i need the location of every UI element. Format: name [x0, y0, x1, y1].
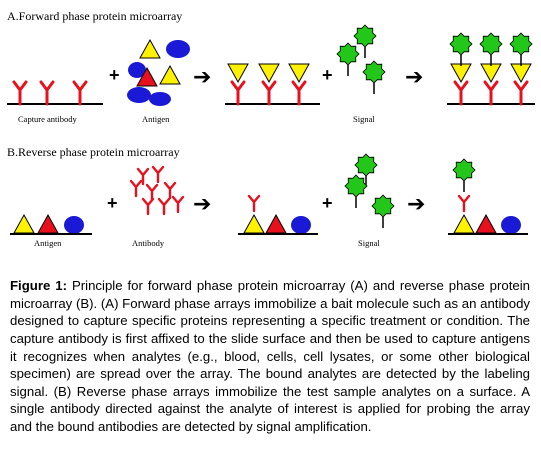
antibody-icon	[145, 183, 159, 202]
antigen-circle-icon	[128, 62, 146, 78]
antibody-icon	[230, 80, 246, 106]
signal-star-icon	[450, 33, 472, 66]
antibody-icon	[39, 80, 55, 106]
arrow-icon: ➔	[405, 65, 423, 90]
label-capture-antibody: Capture antibody	[18, 114, 78, 124]
antigen-triangle-icon	[265, 214, 287, 234]
antibody-icon	[72, 80, 88, 106]
signal-star-icon	[453, 159, 475, 192]
forward-capture-antibodies	[7, 80, 103, 106]
reverse-free-antibodies	[129, 165, 185, 216]
antibody-icon	[261, 80, 277, 106]
label-signal-forward: Signal	[353, 114, 375, 124]
signal-star-icon	[345, 175, 367, 208]
reverse-immobilized-antigens	[10, 214, 92, 235]
antibody-icon	[513, 80, 529, 106]
antigen-triangle-icon	[288, 63, 310, 83]
panel-a-title: A.Forward phase protein microarray	[7, 9, 182, 23]
antigen-circle-icon	[127, 87, 151, 103]
antigen-triangle-icon	[139, 39, 161, 59]
plus-icon: +	[322, 193, 333, 213]
panel-b-title: B.Reverse phase protein microarray	[7, 145, 180, 159]
antigen-triangle-icon	[450, 63, 472, 83]
antibody-icon	[291, 80, 307, 106]
antibody-icon	[151, 165, 165, 184]
antigen-circle-icon	[149, 92, 171, 106]
antigen-triangle-icon	[243, 214, 265, 234]
arrow-icon: ➔	[407, 192, 425, 217]
antibody-icon	[141, 197, 155, 216]
antibody-icon	[457, 194, 471, 213]
plus-icon: +	[107, 193, 118, 213]
antigen-circle-icon	[64, 216, 84, 234]
label-antigen-forward: Antigen	[142, 114, 170, 124]
forward-signal-molecules	[337, 25, 385, 94]
protein-microarray-diagram: A.Forward phase protein microarray Captu…	[7, 9, 535, 248]
signal-star-icon	[372, 195, 394, 228]
forward-antigen-mixture	[127, 39, 190, 106]
antibody-icon	[157, 197, 171, 216]
forward-bound-antigens	[225, 63, 320, 106]
antigen-triangle-icon	[480, 63, 502, 83]
antigen-triangle-icon	[159, 65, 181, 85]
plus-icon: +	[322, 65, 333, 85]
forward-detected-complex	[447, 33, 535, 106]
antigen-triangle-icon	[510, 63, 532, 83]
antigen-circle-icon	[501, 216, 521, 234]
antibody-icon	[453, 80, 469, 106]
antigen-circle-icon	[291, 216, 311, 234]
antigen-triangle-icon	[475, 214, 497, 234]
label-antigen-reverse: Antigen	[34, 238, 62, 248]
label-signal-reverse: Signal	[358, 238, 380, 248]
reverse-detected-complex	[448, 159, 528, 235]
antibody-icon	[247, 194, 261, 213]
figure-caption-label: Figure 1:	[10, 278, 67, 294]
plus-icon: +	[109, 65, 120, 85]
arrow-icon: ➔	[193, 192, 211, 217]
antibody-icon	[483, 80, 499, 106]
arrow-icon: ➔	[193, 65, 211, 90]
antigen-triangle-icon	[37, 214, 59, 234]
label-antibody: Antibody	[132, 238, 165, 248]
antibody-icon	[163, 181, 177, 200]
antibody-icon	[129, 179, 143, 198]
antigen-circle-icon	[166, 40, 190, 58]
reverse-bound-antibody	[238, 194, 318, 235]
signal-star-icon	[363, 61, 385, 94]
reverse-signal-molecules	[345, 154, 394, 228]
antigen-triangle-icon	[227, 63, 249, 83]
signal-star-icon	[480, 33, 502, 66]
antigen-triangle-icon	[13, 214, 35, 234]
antibody-icon	[171, 195, 185, 214]
signal-star-icon	[510, 33, 532, 66]
figure-caption: Figure 1: Principle for forward phase pr…	[10, 277, 530, 435]
antibody-icon	[12, 80, 28, 106]
signal-star-icon	[337, 43, 359, 76]
antigen-triangle-icon	[453, 214, 475, 234]
antigen-triangle-icon	[258, 63, 280, 83]
figure-caption-text: Principle for forward phase protein micr…	[10, 278, 530, 434]
